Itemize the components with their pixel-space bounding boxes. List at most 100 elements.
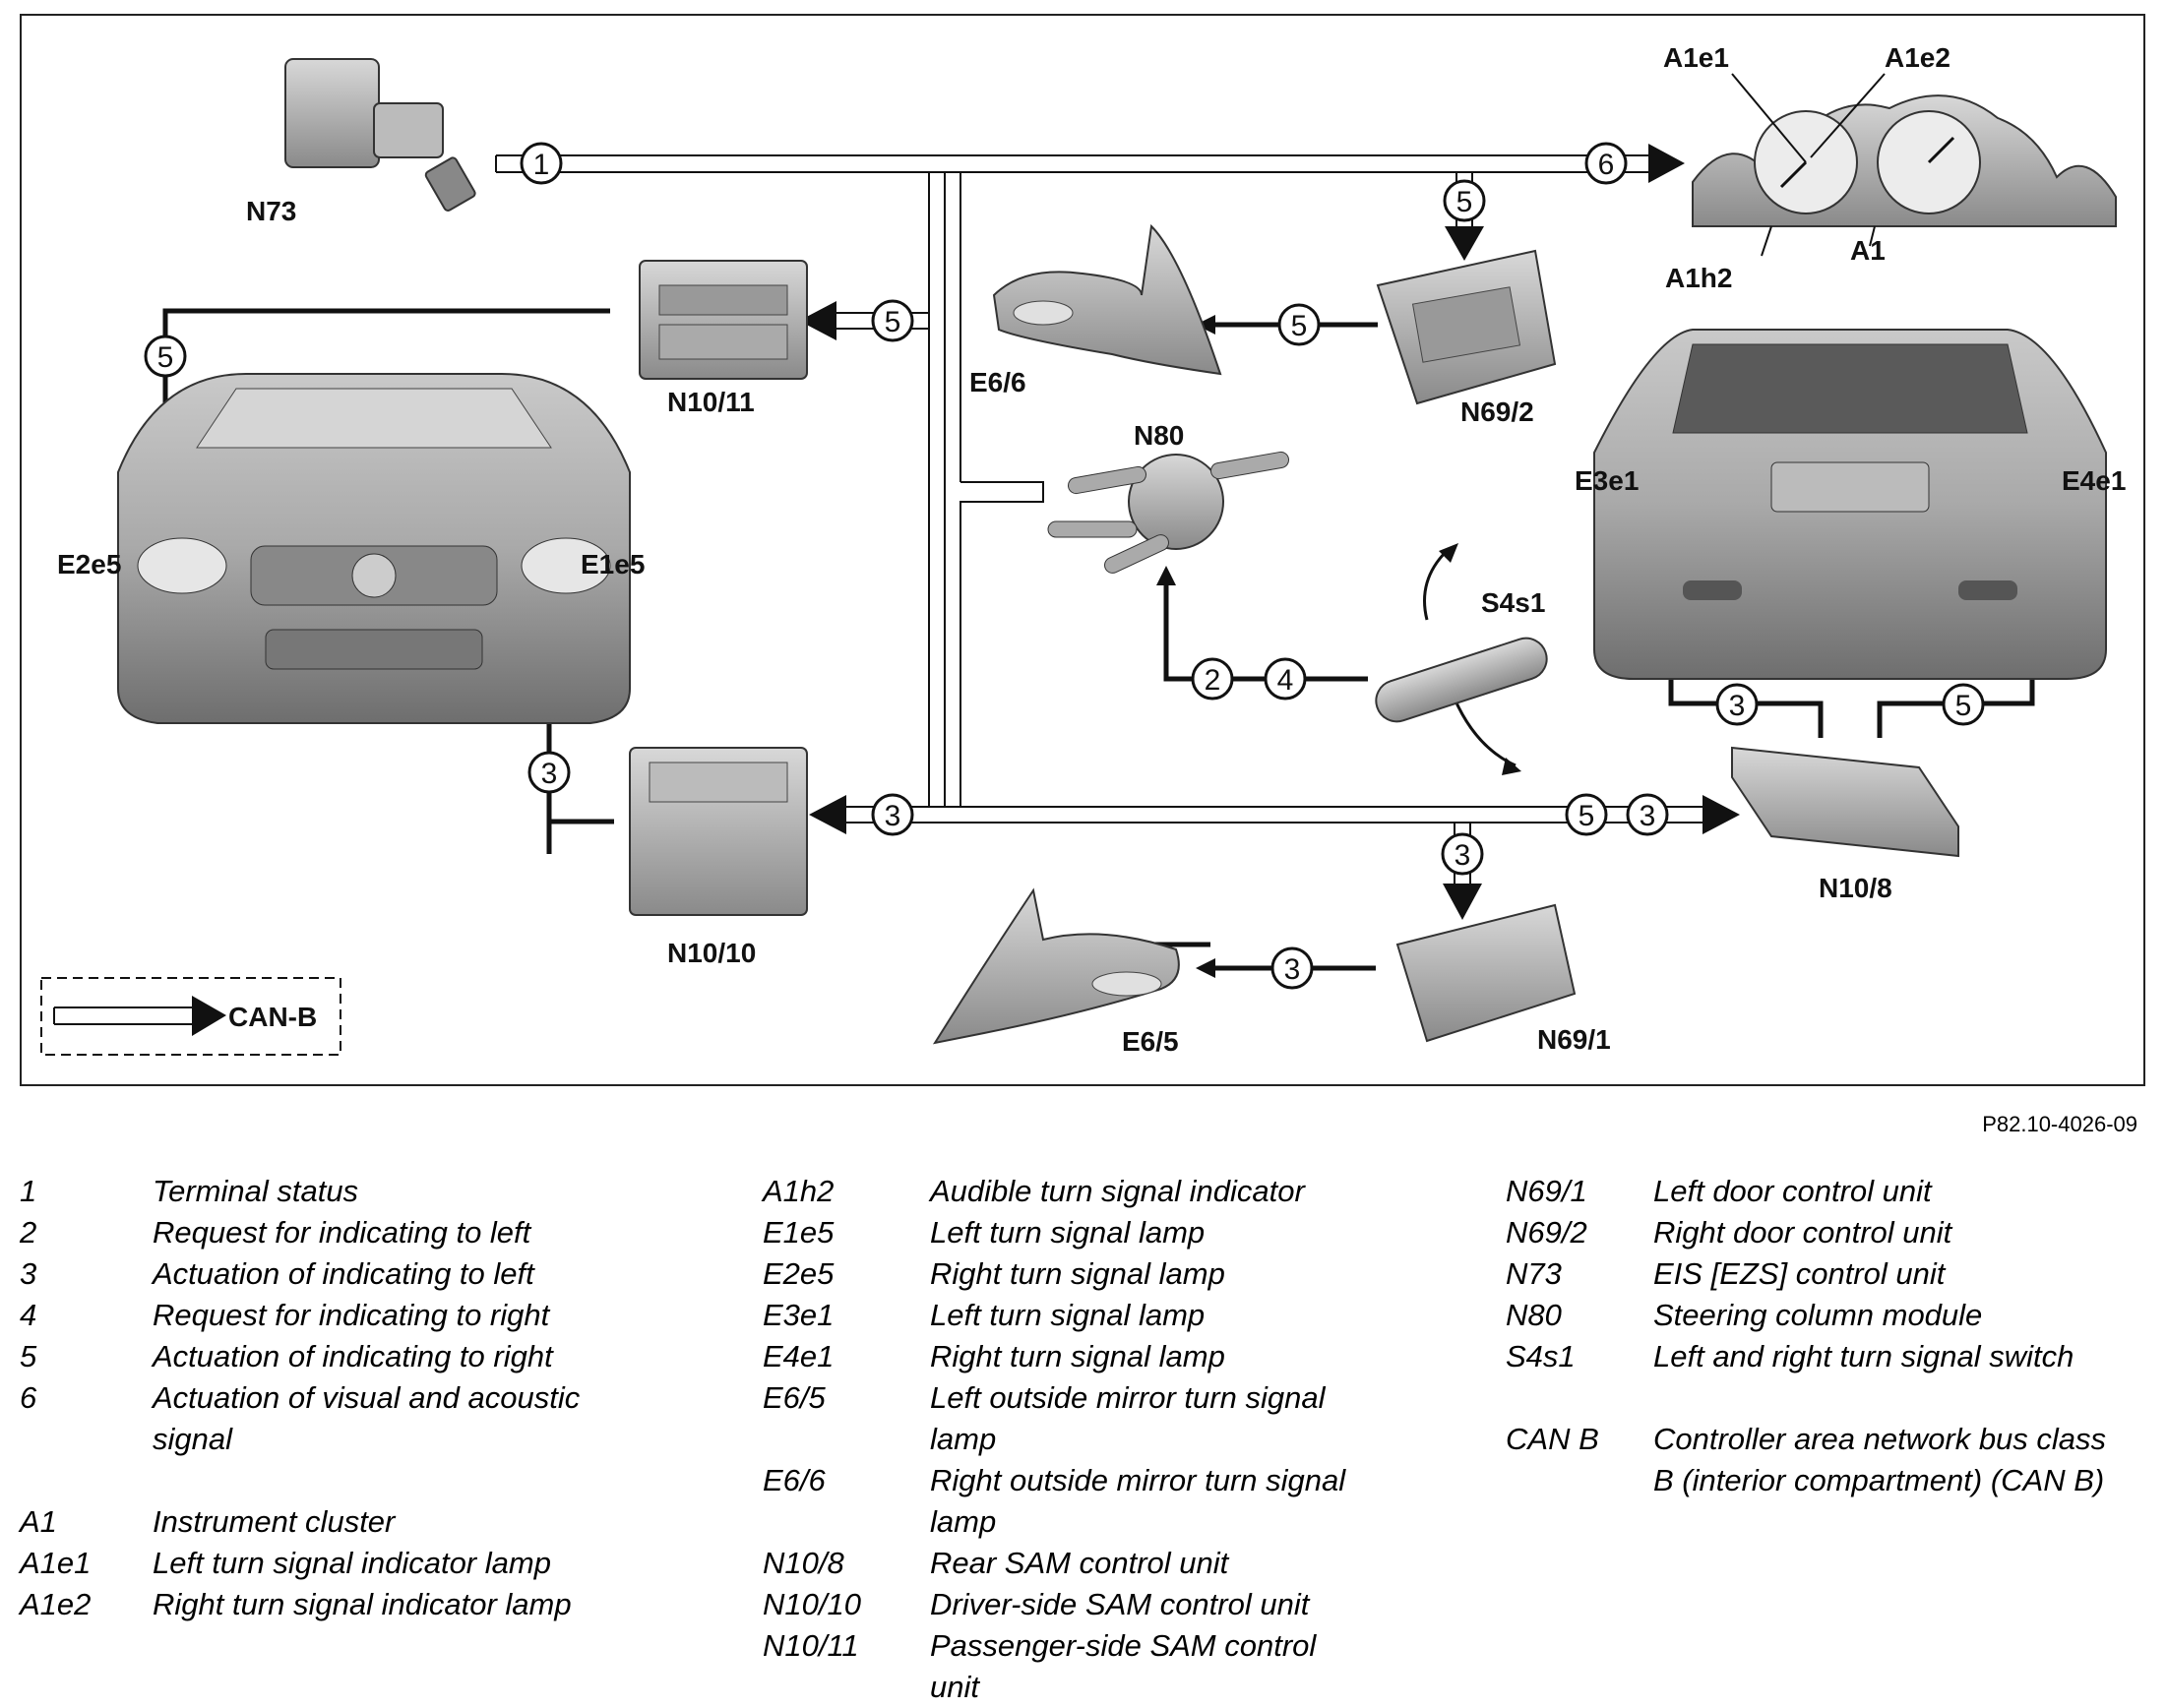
right-mirror-illustration [992,223,1222,376]
diagram-svg: 1 6 5 5 5 5 2 4 3 3 5 3 3 3 3 5 N73 N10/… [40,42,2126,1057]
num-circle [1715,683,1759,726]
label-n73: N73 [246,196,296,226]
can-b-key: CAN-B [40,977,341,1056]
legend-key: 1 [20,1174,37,1208]
legend-key: E2e5 [763,1256,835,1291]
n69-1-module-illustration [1395,903,1577,1043]
legend-key: N69/2 [1506,1215,1587,1250]
label-a1: A1 [1850,235,1886,266]
legend-description: Driver-side SAM control unit [930,1587,1310,1621]
n10-8-module-illustration [1731,746,1959,858]
num-circle [1191,657,1234,701]
legend-row: E4e1 Right turn signal lamp [763,1336,1452,1377]
legend-description: Left and right turn signal switch [1653,1339,2074,1373]
can-b-key-label: CAN-B [228,1002,317,1032]
num-text: 5 [1955,690,1972,722]
legend-description: Instrument cluster [153,1504,396,1539]
turn-signal-switch-illustration [1375,637,1548,723]
label-n69-1: N69/1 [1537,1024,1611,1055]
num-text: 3 [1640,800,1656,832]
legend-key: E6/5 [763,1380,826,1415]
legend-description: Actuation of visual and acoustic signal [153,1380,581,1456]
num-circle [527,751,571,794]
legend-key: A1h2 [763,1174,835,1208]
label-s4s1: S4s1 [1481,587,1545,618]
ignition-switch-illustration [284,58,476,212]
legend-description: Request for indicating to left [153,1215,531,1250]
label-a1h2: A1h2 [1665,263,1732,293]
num-circle [1441,832,1484,876]
legend-row: N69/2 Right door control unit [1506,1212,2155,1253]
num-text: 5 [1291,310,1308,342]
num-circle [144,335,187,378]
legend-description: Actuation of indicating to right [153,1339,553,1373]
num-circle [1565,793,1608,836]
switch-arrow-down-head [1502,758,1521,775]
legend-description: Right turn signal lamp [930,1339,1225,1373]
legend-row: A1h2 Audible turn signal indicator [763,1171,1452,1212]
num-circle [1584,142,1628,185]
legend-description: Left turn signal lamp [930,1215,1206,1250]
num-text: 4 [1277,664,1294,697]
n10-11-module-illustration [639,260,808,380]
legend-key: E4e1 [763,1339,835,1373]
legend-key: N10/11 [763,1628,859,1663]
legend-key: N80 [1506,1298,1562,1332]
legend-key: 2 [20,1215,37,1250]
label-e1e5: E1e5 [581,549,645,580]
label-e6-6: E6/6 [969,367,1026,397]
bus-arrowheads [799,144,1740,920]
num-text: 1 [533,149,550,181]
num-text: 3 [1284,953,1301,986]
label-e2e5: E2e5 [57,549,121,580]
legend-key: 5 [20,1339,37,1373]
legend-row: N80 Steering column module [1506,1295,2155,1336]
legend-description: Right door control unit [1653,1215,1952,1250]
legend-row [20,1460,709,1501]
num-text: 3 [1729,690,1746,722]
label-a1e2: A1e2 [1885,42,1950,73]
legend-description: Audible turn signal indicator [930,1174,1305,1208]
label-e3e1: E3e1 [1575,465,1639,496]
legend-key: A1e1 [20,1546,92,1580]
num-text: 2 [1205,664,1221,697]
legend-key: E6/6 [763,1463,826,1497]
legend-row: 2 Request for indicating to left [20,1212,709,1253]
legend-description: Left turn signal indicator lamp [153,1546,551,1580]
num-text: 3 [885,800,901,832]
can-b-bus [495,154,1703,884]
legend-description: EIS [EZS] control unit [1653,1256,1946,1291]
label-n10-8: N10/8 [1819,873,1892,903]
legend-description: Passenger-side SAM control unit [930,1628,1317,1704]
switch-arrow-up-head [1439,543,1458,563]
legend-key: 3 [20,1256,37,1291]
legend-key: 6 [20,1380,37,1415]
legend-description: Left door control unit [1653,1174,1932,1208]
instrument-cluster-illustration [1692,94,2117,227]
cluster-leader-lines [1731,73,1886,257]
legend-key: N10/10 [763,1587,861,1621]
legend-description: Steering column module [1653,1298,1983,1332]
legend-key: CAN B [1506,1422,1599,1456]
legend-key: 4 [20,1298,37,1332]
legend-row: A1e1 Left turn signal indicator lamp [20,1543,709,1584]
num-circle [1626,793,1669,836]
legend-description: Actuation of indicating to left [153,1256,534,1291]
num-text: 3 [541,758,558,790]
legend-key: N10/8 [763,1546,844,1580]
left-mirror-illustration [932,887,1180,1045]
